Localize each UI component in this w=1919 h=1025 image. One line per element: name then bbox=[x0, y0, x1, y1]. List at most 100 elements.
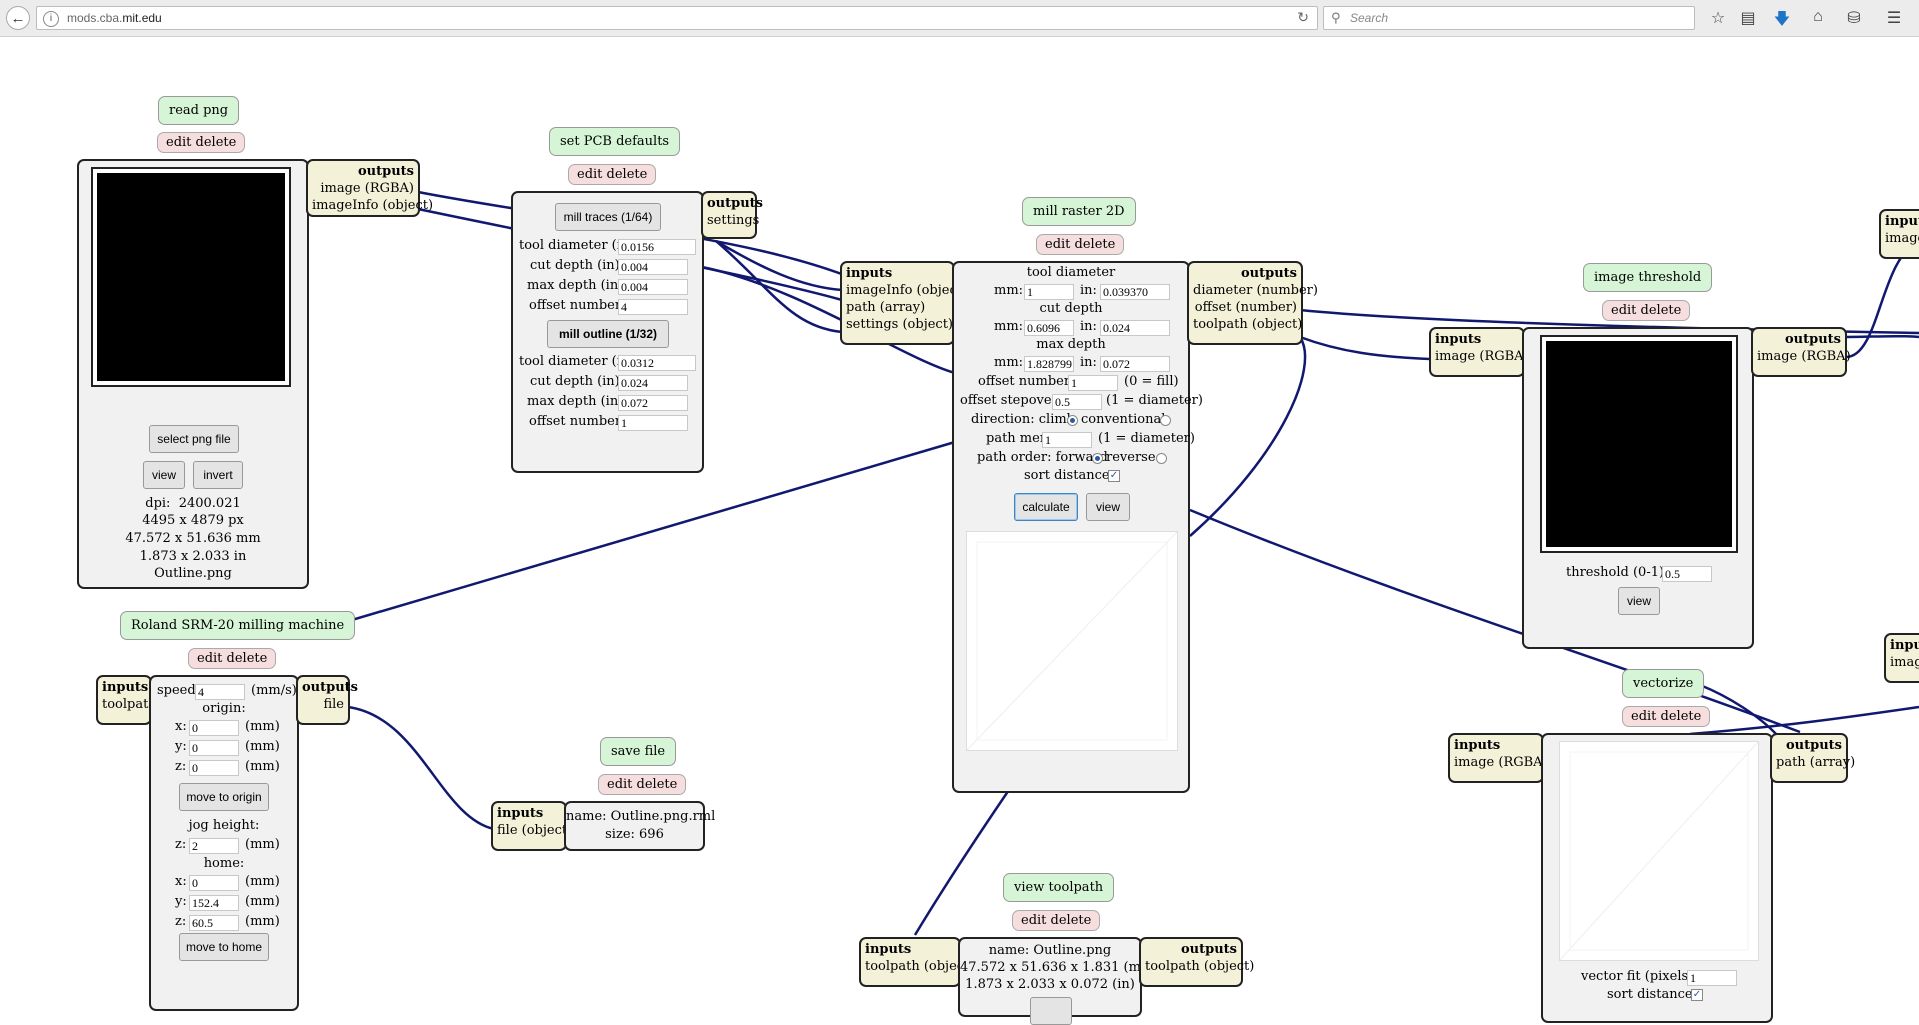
home-x-input[interactable]: 0 bbox=[189, 875, 239, 891]
output-diameter[interactable]: diameter (number) bbox=[1193, 283, 1318, 298]
input-image[interactable]: image (RGBA) bbox=[1435, 349, 1529, 364]
outline-offset-input[interactable]: 1 bbox=[618, 415, 688, 431]
origin-x-input[interactable]: 0 bbox=[189, 720, 239, 736]
input-toolpath[interactable]: toolpath (object) bbox=[865, 959, 975, 974]
input-settings[interactable]: settings (object) bbox=[846, 317, 953, 332]
move-to-home-button[interactable]: move to home bbox=[179, 933, 269, 961]
view-toolpath-title[interactable]: view toolpath bbox=[1003, 873, 1115, 902]
jog-head: jog height: bbox=[188, 818, 260, 833]
save-file-title[interactable]: save file bbox=[600, 737, 677, 766]
reload-icon[interactable]: ↻ bbox=[1297, 9, 1309, 25]
wire-threshold-out-to-edge bbox=[1845, 240, 1919, 359]
read-png-edit-delete[interactable]: edit delete bbox=[157, 132, 246, 153]
move-to-origin-button[interactable]: move to origin bbox=[179, 783, 269, 811]
output-settings[interactable]: settings bbox=[707, 213, 760, 228]
output-image[interactable]: image (RGBA) bbox=[1757, 349, 1851, 364]
url-bar[interactable]: i mods.cba.mit.edu ↻ bbox=[36, 6, 1318, 30]
reading-list-icon[interactable]: ▤ bbox=[1740, 10, 1756, 27]
mill-traces-button[interactable]: mill traces (1/64) bbox=[555, 203, 661, 231]
max-in-input[interactable]: 0.072 bbox=[1100, 356, 1170, 372]
site-info-icon[interactable]: i bbox=[43, 11, 59, 27]
output-offset[interactable]: offset (number) bbox=[1194, 300, 1297, 315]
view-toolpath-outputs: outputs toolpath (object) bbox=[1139, 937, 1255, 987]
pcb-defaults-edit-delete[interactable]: edit delete bbox=[568, 164, 657, 185]
outline-cut-depth-input[interactable]: 0.024 bbox=[618, 375, 688, 391]
offset-number-input[interactable]: 1 bbox=[1068, 375, 1118, 391]
home-z-input[interactable]: 60.5 bbox=[189, 915, 239, 931]
download-icon[interactable]: 🡇 bbox=[1773, 11, 1791, 28]
toolpath-view-button[interactable] bbox=[1030, 997, 1072, 1025]
threshold-title[interactable]: image threshold bbox=[1583, 263, 1713, 292]
traces-max-depth-input[interactable]: 0.004 bbox=[618, 279, 688, 295]
vector-fit-input[interactable]: 1 bbox=[1687, 970, 1737, 986]
merge-input[interactable]: 1 bbox=[1042, 432, 1092, 448]
roland-title[interactable]: Roland SRM-20 milling machine bbox=[120, 611, 356, 640]
back-button[interactable]: ← bbox=[6, 6, 30, 30]
output-toolpath[interactable]: toolpath (object) bbox=[1193, 317, 1303, 332]
input-path[interactable]: path (array) bbox=[846, 300, 926, 315]
input-image[interactable]: image bbox=[1885, 231, 1919, 246]
input-toolpath[interactable]: toolpath bbox=[102, 697, 157, 712]
conventional-radio[interactable] bbox=[1160, 415, 1171, 426]
threshold-edit-delete[interactable]: edit delete bbox=[1602, 300, 1691, 321]
invert-button[interactable]: invert bbox=[193, 461, 243, 489]
output-path[interactable]: path (array) bbox=[1776, 755, 1856, 770]
roland-edit-delete[interactable]: edit delete bbox=[188, 648, 277, 669]
output-imageinfo[interactable]: imageInfo (object) bbox=[312, 198, 434, 213]
pcb-defaults-title[interactable]: set PCB defaults bbox=[549, 127, 681, 156]
traces-tool-diameter-input[interactable]: 0.0156 bbox=[618, 239, 696, 255]
mill-outline-button[interactable]: mill outline (1/32) bbox=[547, 320, 669, 348]
forward-radio[interactable] bbox=[1092, 453, 1103, 464]
vectorize-title[interactable]: vectorize bbox=[1622, 669, 1705, 698]
traces-offset-input[interactable]: 4 bbox=[618, 299, 688, 315]
wire-raster-out-to-threshold-in bbox=[1299, 335, 1431, 361]
menu-icon[interactable]: ☰ bbox=[1886, 10, 1902, 27]
threshold-input[interactable]: 0.5 bbox=[1662, 566, 1712, 582]
threshold-view-button[interactable]: view bbox=[1618, 587, 1660, 615]
speed-input[interactable]: 4 bbox=[195, 684, 245, 700]
outline-cut-depth-label: cut depth (in): bbox=[530, 374, 625, 389]
reverse-radio[interactable] bbox=[1156, 453, 1167, 464]
output-toolpath[interactable]: toolpath (object) bbox=[1145, 959, 1255, 974]
order-label: path order: forward bbox=[977, 450, 1108, 465]
raster-view-button[interactable]: view bbox=[1086, 493, 1130, 521]
outline-max-depth-input[interactable]: 0.072 bbox=[618, 395, 688, 411]
output-image[interactable]: image (RGBA) bbox=[320, 181, 414, 196]
home-y-input[interactable]: 152.4 bbox=[189, 895, 239, 911]
read-png-title[interactable]: read png bbox=[158, 96, 240, 125]
tool-mm-input[interactable]: 1 bbox=[1024, 284, 1074, 300]
tool-in-input[interactable]: 0.039370 bbox=[1100, 284, 1170, 300]
save-file-edit-delete[interactable]: edit delete bbox=[598, 774, 687, 795]
climb-radio[interactable] bbox=[1067, 415, 1078, 426]
traces-cut-depth-input[interactable]: 0.004 bbox=[618, 259, 688, 275]
input-file[interactable]: file (object) bbox=[497, 823, 573, 838]
view-toolpath-edit-delete[interactable]: edit delete bbox=[1012, 910, 1101, 931]
mill-raster-edit-delete[interactable]: edit delete bbox=[1036, 234, 1125, 255]
input-image[interactable]: image bbox=[1890, 655, 1919, 670]
select-png-button[interactable]: select png file bbox=[149, 425, 239, 453]
origin-z-input[interactable]: 0 bbox=[189, 760, 239, 776]
calculate-button[interactable]: calculate bbox=[1014, 493, 1078, 521]
mill-raster-title[interactable]: mill raster 2D bbox=[1022, 197, 1136, 226]
sort-distance-checkbox[interactable]: ✓ bbox=[1108, 470, 1120, 482]
input-imageinfo[interactable]: imageInfo (object) bbox=[846, 283, 968, 298]
home-y-label: y: bbox=[175, 894, 187, 909]
output-file[interactable]: file bbox=[323, 697, 344, 712]
stepover-input[interactable]: 0.5 bbox=[1052, 394, 1102, 410]
max-mm-input[interactable]: 1.828799 bbox=[1024, 356, 1074, 372]
search-bar[interactable]: ⚲ Search bbox=[1323, 6, 1695, 30]
vector-sort-checkbox[interactable]: ✓ bbox=[1691, 989, 1703, 1001]
input-image[interactable]: image (RGBA) bbox=[1454, 755, 1548, 770]
view-button[interactable]: view bbox=[143, 461, 185, 489]
home-icon[interactable]: ⌂ bbox=[1813, 8, 1823, 25]
origin-y-input[interactable]: 0 bbox=[189, 740, 239, 756]
pocket-icon[interactable]: ⛁ bbox=[1847, 10, 1861, 27]
save-file-size: size: 696 bbox=[605, 827, 664, 842]
bookmark-star-icon[interactable]: ☆ bbox=[1710, 10, 1726, 27]
cut-in-input[interactable]: 0.024 bbox=[1100, 320, 1170, 336]
vectorize-edit-delete[interactable]: edit delete bbox=[1622, 706, 1711, 727]
outline-tool-diameter-label: tool diameter (in): bbox=[519, 354, 639, 369]
jog-z-input[interactable]: 2 bbox=[189, 838, 239, 854]
cut-mm-input[interactable]: 0.6096 bbox=[1024, 320, 1074, 336]
outline-tool-diameter-input[interactable]: 0.0312 bbox=[618, 355, 696, 371]
